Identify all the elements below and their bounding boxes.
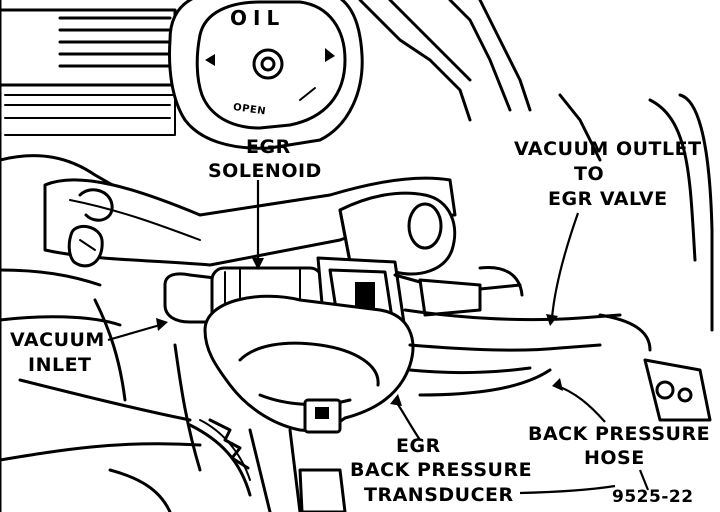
oil-cap-open-text: OPEN — [232, 102, 266, 117]
upper-hose — [43, 176, 457, 268]
leader-lines — [107, 180, 650, 495]
label-back-pressure-hose-2: HOSE — [584, 447, 645, 469]
oil-cap-text: OIL — [230, 6, 285, 30]
label-transducer-1: EGR — [396, 435, 441, 457]
label-back-pressure-hose-1: BACK PRESSURE — [528, 423, 710, 445]
label-transducer-2: BACK PRESSURE — [350, 459, 532, 481]
labels: EGR SOLENOID VACUUM OUTLET TO EGR VALVE … — [10, 136, 710, 507]
valve-cover — [358, 0, 714, 332]
label-transducer-3: TRANSDUCER — [364, 484, 514, 506]
back-pressure-hose — [403, 308, 712, 422]
back-pressure-transducer — [203, 294, 415, 434]
label-egr-solenoid-2: SOLENOID — [208, 160, 322, 182]
label-vacuum-inlet-2: INLET — [28, 354, 92, 376]
oil-cap: OIL OPEN — [168, 0, 364, 150]
figure-number: 9525-22 — [612, 487, 694, 507]
label-vacuum-outlet-1: VACUUM OUTLET — [514, 138, 702, 160]
lower-engine — [0, 268, 347, 512]
label-vacuum-inlet-1: VACUUM — [10, 329, 105, 351]
label-egr-solenoid-1: EGR — [246, 136, 291, 158]
engine-block — [0, 0, 177, 512]
bracket — [338, 191, 457, 276]
label-vacuum-outlet-3: EGR VALVE — [548, 188, 668, 210]
label-vacuum-outlet-2: TO — [574, 163, 604, 185]
